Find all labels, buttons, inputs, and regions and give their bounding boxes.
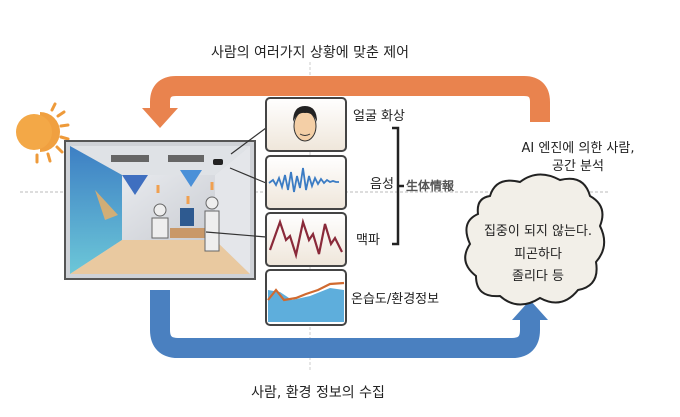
sensor-label-face: 얼굴 화상 [353, 109, 405, 124]
cloud-line-1: 집중이 되지 않는다. [484, 224, 592, 239]
cloud-line-2: 피곤하다 [514, 247, 562, 262]
control-label: 사람의 여러가지 상황에 맞춘 제어 [211, 45, 409, 61]
ai-analysis-label-line1: AI 엔진에 의한 사람, [522, 141, 635, 156]
pulse-wave-icon [268, 217, 343, 260]
sensor-label-pulse: 맥파 [356, 233, 380, 248]
bio-group-label: 生体情報 [406, 178, 455, 193]
collection-label: 사람, 환경 정보의 수집 [251, 385, 385, 401]
sensor-panel-environment [265, 269, 347, 326]
face-icon [293, 106, 317, 142]
sensor-panel-voice [265, 155, 347, 210]
thought-cloud [464, 173, 606, 306]
ai-analysis-label-line2: 공간 분석 [552, 159, 604, 174]
sensor-panel-pulse [265, 212, 347, 267]
bio-bracket [392, 126, 404, 246]
connector-lines [205, 127, 267, 238]
room-illustration [64, 140, 256, 280]
control-arrow [142, 76, 550, 128]
collection-arrow [150, 290, 548, 358]
waveform-icon [268, 167, 339, 193]
environment-chart-icon [267, 281, 345, 322]
sensor-label-environment: 온습도/환경정보 [351, 292, 439, 307]
sensor-panel-face [265, 97, 347, 152]
sun-icon [16, 102, 70, 164]
sensor-label-voice: 음성 [370, 177, 394, 192]
cloud-line-3: 졸리다 등 [512, 269, 564, 284]
